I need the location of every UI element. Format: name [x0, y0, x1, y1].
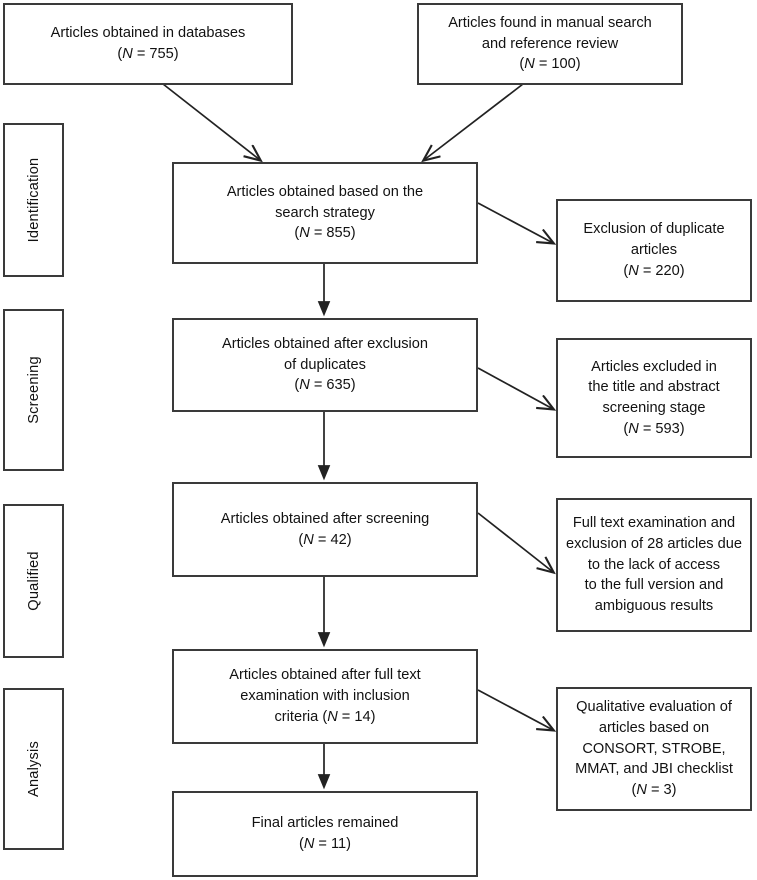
arrow-databases-to-search-strategy — [162, 83, 260, 160]
arrow-manual-search-to-search-strategy — [424, 83, 524, 160]
stage-screening: Screening — [3, 309, 64, 471]
box-manual-search-text: Articles found in manual search and refe… — [448, 14, 652, 73]
box-articles-obtained-in-databases: Articles obtained in databases (N = 755) — [3, 3, 293, 85]
box-exclusion-of-duplicate-articles: Exclusion of duplicate articles (N = 220… — [556, 199, 752, 302]
stage-identification-label: Identification — [25, 157, 42, 243]
box-articles-obtained-based-on-search-strategy: Articles obtained based on the search st… — [172, 162, 478, 264]
box-databases-text: Articles obtained in databases (N = 755) — [50, 25, 246, 62]
arrow-after-duplicates-to-title-abstract-exclusion — [477, 367, 553, 409]
box-final-articles-text: Final articles remained (N = 11) — [251, 815, 399, 852]
box-articles-found-in-manual-search: Articles found in manual search and refe… — [417, 3, 683, 85]
stage-qualified: Qualified — [3, 504, 64, 658]
box-articles-obtained-after-screening: Articles obtained after screening (N = 4… — [172, 482, 478, 577]
box-full-text-examination-exclusion: Full text examination and exclusion of 2… — [556, 498, 752, 632]
stage-analysis: Analysis — [3, 688, 64, 850]
box-after-duplicates-text: Articles obtained after exclusion of dup… — [221, 335, 429, 394]
stage-qualified-label: Qualified — [25, 551, 42, 611]
arrow-search-strategy-to-duplicate-exclusion — [477, 202, 553, 243]
stage-identification: Identification — [3, 123, 64, 277]
stage-screening-label: Screening — [25, 356, 42, 424]
arrow-after-screening-to-full-text-exclusion — [477, 512, 553, 572]
box-final-articles-remained: Final articles remained (N = 11) — [172, 791, 478, 877]
box-duplicate-exclusion-text: Exclusion of duplicate articles (N = 220… — [583, 221, 725, 279]
box-qualitative-evaluation-text: Qualitative evaluation of articles based… — [575, 699, 733, 799]
box-articles-excluded-title-abstract: Articles excluded in the title and abstr… — [556, 338, 752, 458]
box-articles-obtained-after-full-text-examination: Articles obtained after full text examin… — [172, 649, 478, 744]
box-title-abstract-exclusion-text: Articles excluded in the title and abstr… — [588, 358, 720, 437]
stage-analysis-label: Analysis — [25, 741, 42, 797]
box-after-full-text-text: Articles obtained after full text examin… — [229, 667, 421, 725]
box-search-strategy-text: Articles obtained based on the search st… — [226, 183, 424, 242]
box-full-text-exclusion-text: Full text examination and exclusion of 2… — [565, 515, 743, 615]
box-qualitative-evaluation: Qualitative evaluation of articles based… — [556, 687, 752, 811]
box-after-screening-text: Articles obtained after screening (N = 4… — [220, 510, 430, 548]
arrow-after-full-text-to-qualitative-evaluation — [477, 689, 553, 730]
box-articles-obtained-after-exclusion-of-duplicates: Articles obtained after exclusion of dup… — [172, 318, 478, 412]
